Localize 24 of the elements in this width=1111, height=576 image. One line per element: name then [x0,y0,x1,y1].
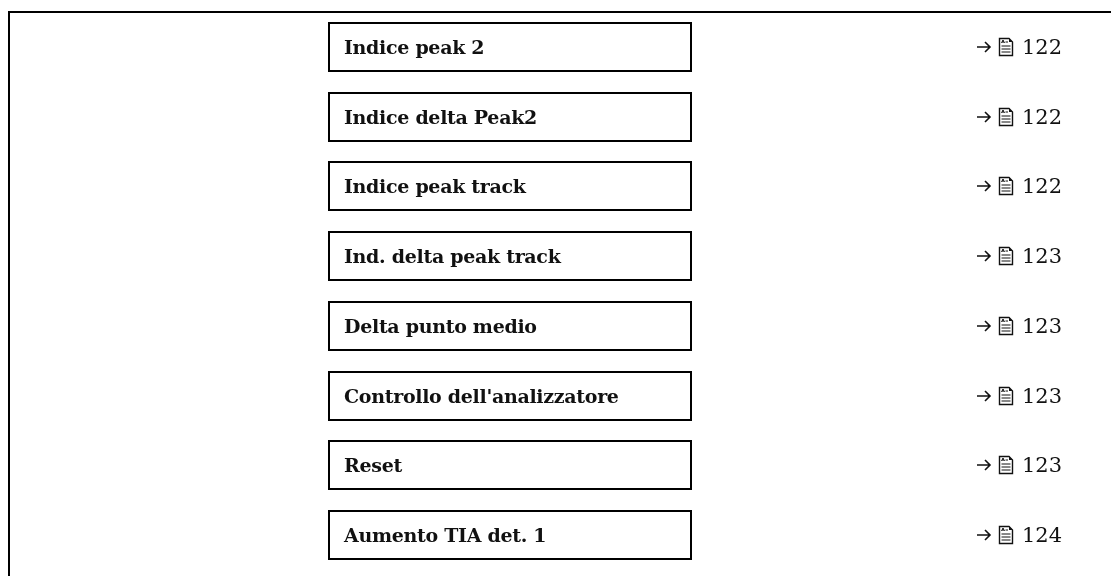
parameter-name: Ind. delta peak track [343,245,561,268]
parameter-box [328,300,692,351]
page-reference: 122 [1022,35,1063,59]
page-reference: 123 [1022,244,1063,269]
page-reference: 122 [1022,104,1063,129]
page-reference: 123 [1022,383,1063,408]
parameter-name: Delta punto medio [343,314,537,337]
page-reference: 122 [1022,174,1063,199]
parameter-name: Indice delta Peak2 [343,105,537,128]
parameter-name: Controllo dell'analizzatore [343,384,619,407]
page-reference: 123 [1022,453,1063,478]
parameter-box [328,440,692,491]
parameter-box [328,370,692,421]
parameter-box [328,22,692,72]
page-reference: 124 [1022,522,1063,547]
parameter-name: Indice peak track [343,175,526,198]
parameter-box [328,509,692,560]
parameter-name: Reset [343,454,402,477]
parameter-name: Aumento TIA det. 1 [342,523,547,546]
parameter-name: Indice peak 2 [343,36,485,58]
parameter-box [328,231,692,282]
parameter-box [328,161,692,212]
page-reference: 123 [1022,313,1063,338]
parameter-box [328,91,692,142]
